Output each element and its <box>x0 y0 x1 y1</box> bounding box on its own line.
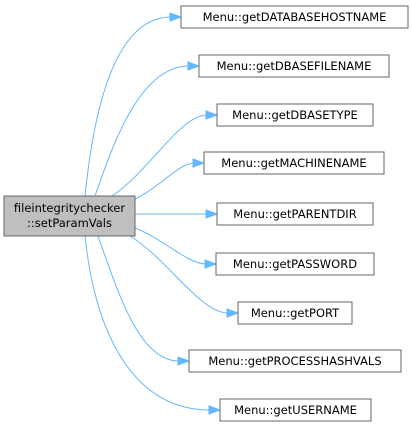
callee-node-label: Menu::getDBASEFILENAME <box>217 59 372 73</box>
callee-node-box <box>215 252 375 276</box>
arrowhead-icon <box>204 259 218 269</box>
root-node[interactable]: fileintegritychecker ::setParamVals <box>3 195 136 237</box>
callee-node-box <box>188 349 402 373</box>
arrowhead-icon <box>205 110 219 120</box>
callee-node-box <box>219 398 372 422</box>
callee-node-label: Menu::getDBASETYPE <box>232 108 358 122</box>
edge-to-getport <box>129 235 229 314</box>
arrowhead-icon <box>192 158 206 168</box>
callee-node-label: Menu::getPROCESSHASHVALS <box>208 354 381 368</box>
callee-node-box <box>216 103 374 127</box>
arrowhead-icon <box>169 12 183 22</box>
edges-layer <box>84 12 240 415</box>
edge-to-getusername <box>84 235 211 411</box>
callee-node-getusername[interactable]: Menu::getUSERNAME <box>219 398 372 422</box>
callee-nodes: Menu::getDATABASEHOSTNAMEMenu::getDBASEF… <box>180 5 409 422</box>
edge-to-getprocesshashvals <box>97 235 180 362</box>
callee-node-label: Menu::getPARENTDIR <box>233 207 356 221</box>
callee-node-label: Menu::getUSERNAME <box>234 403 357 417</box>
callee-node-getparentdir[interactable]: Menu::getPARENTDIR <box>216 202 374 226</box>
callee-node-box <box>203 151 385 175</box>
callee-node-label: Menu::getPORT <box>251 306 340 320</box>
edge-to-getpassword <box>134 227 207 265</box>
arrowhead-icon <box>208 405 222 415</box>
callee-node-getdbasefilename[interactable]: Menu::getDBASEFILENAME <box>198 54 390 78</box>
callee-node-getprocesshashvals[interactable]: Menu::getPROCESSHASHVALS <box>188 349 402 373</box>
callee-node-label: Menu::getDATABASEHOSTNAME <box>203 10 387 24</box>
root-node-label-line2: ::setParamVals <box>27 216 112 230</box>
callee-node-getport[interactable]: Menu::getPORT <box>237 301 353 325</box>
callee-node-box <box>198 54 390 78</box>
callee-node-label: Menu::getPASSWORD <box>233 257 357 271</box>
callee-node-getpassword[interactable]: Menu::getPASSWORD <box>215 252 375 276</box>
edge-to-getdatabasehostname <box>84 16 172 197</box>
edge-to-getdbasetype <box>111 114 208 197</box>
arrowhead-icon <box>177 356 191 366</box>
callee-node-box <box>237 301 353 325</box>
edge-to-getdbasefilename <box>94 65 190 197</box>
root-node-label-line1: fileintegritychecker <box>14 201 125 215</box>
arrowhead-icon <box>187 61 201 71</box>
root-node-box <box>3 195 136 237</box>
arrowhead-icon <box>226 308 240 318</box>
callee-node-getmachinename[interactable]: Menu::getMACHINENAME <box>203 151 385 175</box>
callee-node-getdbasetype[interactable]: Menu::getDBASETYPE <box>216 103 374 127</box>
callee-node-box <box>216 202 374 226</box>
edge-to-getmachinename <box>132 162 195 201</box>
callee-node-box <box>180 5 409 29</box>
callee-node-getdatabasehostname[interactable]: Menu::getDATABASEHOSTNAME <box>180 5 409 29</box>
arrowhead-icon <box>205 209 219 219</box>
callee-node-label: Menu::getMACHINENAME <box>221 156 366 170</box>
